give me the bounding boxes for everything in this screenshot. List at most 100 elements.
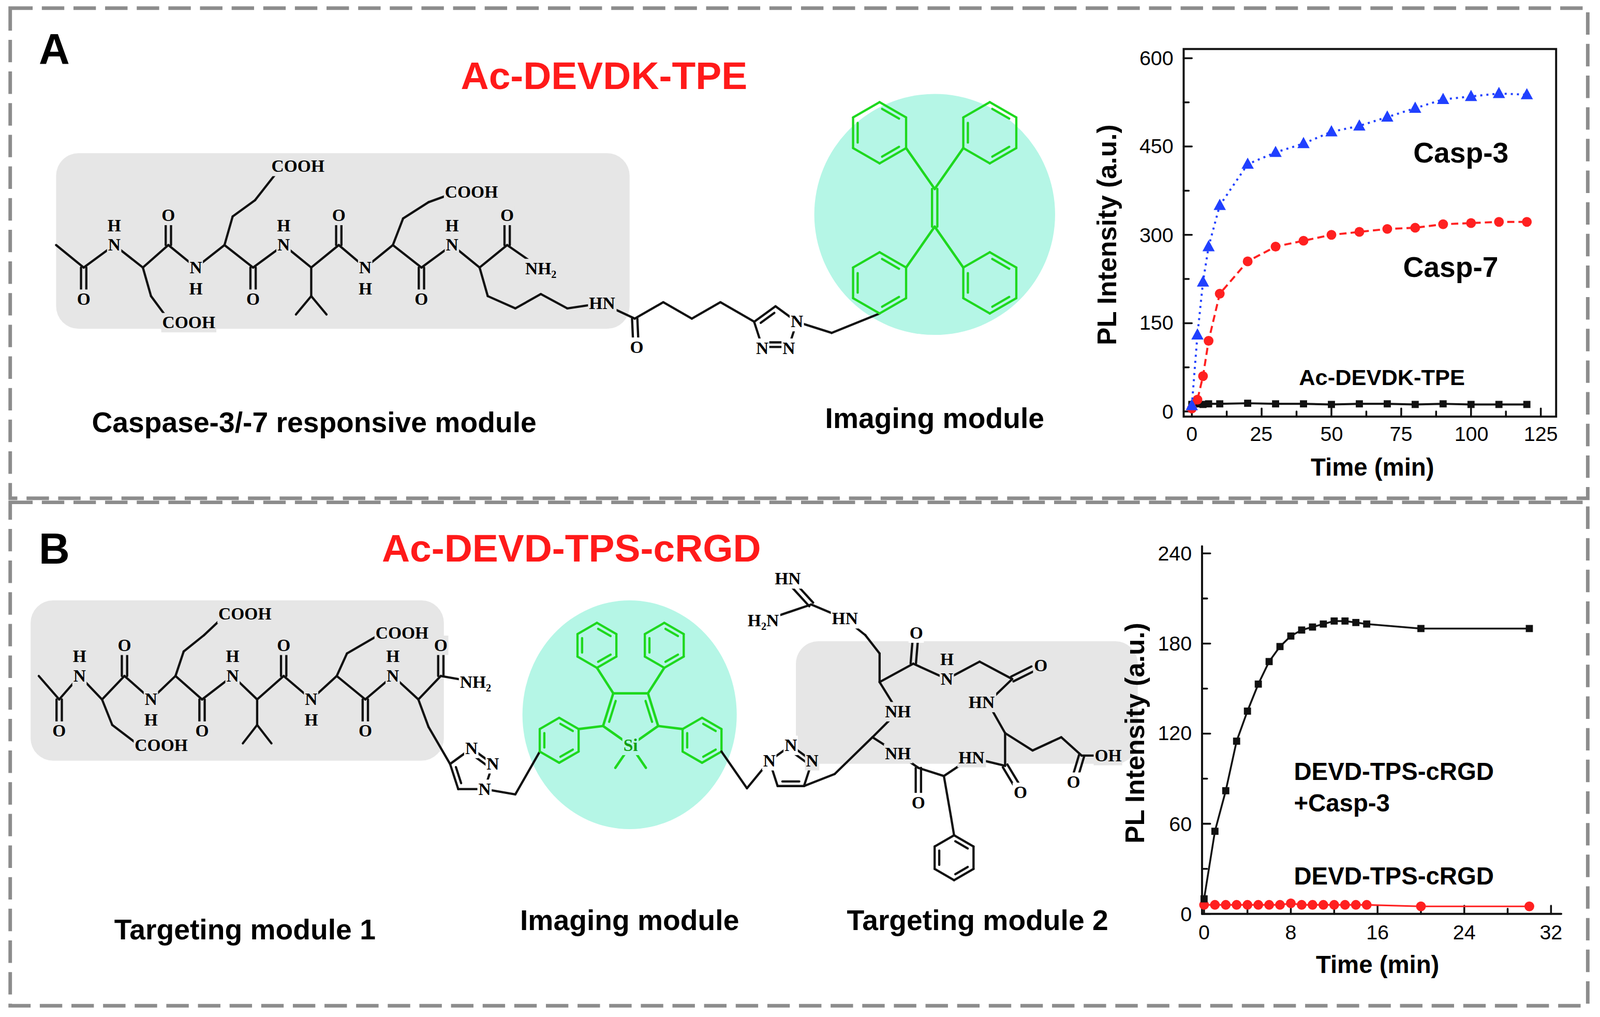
structure-bond (906, 226, 935, 268)
atom-label: H (384, 646, 401, 666)
structure-bond (955, 866, 968, 874)
atom-label: O (160, 205, 176, 226)
data-marker (1329, 899, 1340, 910)
structure-bond (1202, 822, 1211, 825)
structure-bond (142, 244, 169, 268)
structure-bond (437, 651, 440, 676)
data-marker (1213, 198, 1226, 211)
axis-tick-label: 75 (1389, 423, 1413, 444)
atom-label: N (303, 689, 319, 709)
data-marker (1276, 642, 1284, 650)
data-marker (1351, 899, 1361, 910)
structure-bond (38, 675, 59, 700)
data-marker (1242, 256, 1253, 266)
atom-label: O (76, 289, 92, 309)
structure-bond (543, 732, 546, 748)
structure-bond (943, 775, 952, 817)
data-marker (1326, 229, 1337, 240)
series-label: Casp-7 (1402, 253, 1499, 282)
atom-label: COOH (443, 182, 499, 202)
structure-bond (720, 302, 754, 322)
structure-bond (882, 146, 900, 157)
atom-label: OH (1093, 745, 1123, 765)
data-marker (1493, 216, 1504, 227)
atom-label: NH (883, 701, 912, 721)
atom-label: O (628, 337, 645, 357)
data-marker (1185, 398, 1198, 411)
structure-bond (310, 295, 327, 315)
structure-bond (634, 302, 664, 319)
structure-bond (963, 298, 990, 314)
data-marker (1200, 895, 1208, 903)
data-marker (1216, 400, 1224, 408)
structure-bond (55, 244, 84, 268)
structure-bond (1400, 408, 1403, 417)
structure-bond (1183, 322, 1192, 325)
series-label: Casp-3 (1413, 138, 1509, 168)
atom-label: O (910, 792, 927, 812)
structure-bond (851, 117, 854, 148)
structure-bond (934, 868, 955, 881)
atom-label: O (1032, 656, 1049, 676)
axis-title: Time (min) (1315, 952, 1440, 977)
structure-bond (1202, 597, 1208, 600)
structure-bond (954, 868, 974, 881)
structure-bond (232, 200, 256, 217)
structure-bond (934, 147, 964, 189)
module-box: Caspase-3/-7 responsive module (55, 153, 630, 329)
structure-bond (658, 726, 683, 730)
atom-label: COOH (217, 603, 273, 624)
structure-bond (1202, 687, 1208, 690)
data-marker (1203, 335, 1214, 346)
data-marker (1526, 625, 1534, 633)
structure-bond (702, 717, 722, 730)
structure-bond (879, 663, 914, 683)
structure-bond (777, 784, 805, 788)
series-label: DEVD-TPS-cRGD (1293, 863, 1494, 888)
data-marker (1465, 218, 1476, 229)
atom-label: H (357, 279, 374, 299)
structure-bond (539, 751, 560, 763)
axis-tick-label: 8 (1285, 922, 1297, 943)
structure-bond (1183, 277, 1189, 280)
data-marker (1354, 227, 1365, 237)
atom-label: O (194, 721, 210, 741)
structure-bond (615, 633, 618, 657)
axis-tick-label: 60 (1168, 813, 1192, 834)
atom-label: H (303, 709, 319, 730)
structure-bond (120, 651, 123, 676)
data-marker (1297, 137, 1310, 149)
data-marker (1243, 707, 1252, 715)
data-marker (1209, 899, 1220, 910)
atom-label: HN (957, 747, 986, 767)
structure-bond (691, 302, 721, 319)
atom-label: N (789, 312, 805, 332)
atom-label: HN (967, 692, 996, 713)
structure-bond (613, 691, 648, 695)
data-marker (1298, 235, 1309, 246)
data-marker (1521, 216, 1532, 227)
data-marker (1436, 92, 1450, 105)
axis-title: Time (min) (1310, 455, 1434, 480)
structure-bond (963, 101, 990, 118)
probe-title: Ac-DEVD-TPS-cRGD (381, 526, 762, 572)
structure-bond (645, 700, 653, 722)
structure-bond (1470, 408, 1473, 417)
atom-label: H (143, 709, 159, 730)
structure-bond (905, 267, 908, 299)
plot-frame (1183, 49, 1557, 417)
structure-bond (1202, 552, 1211, 555)
structure-bond (882, 108, 900, 119)
data-marker (1363, 620, 1371, 628)
data-marker (1254, 680, 1263, 688)
atom-label: H (275, 215, 292, 235)
data-marker (1220, 899, 1231, 910)
axis-tick-label: 0 (1162, 401, 1174, 422)
structure-bond (418, 675, 441, 700)
atom-label: H (188, 279, 204, 299)
data-marker (1287, 632, 1295, 640)
structure-bond (665, 628, 678, 636)
data-marker (1222, 787, 1230, 795)
structure-bond (1202, 777, 1208, 780)
atom-label: H₂N (746, 611, 780, 631)
